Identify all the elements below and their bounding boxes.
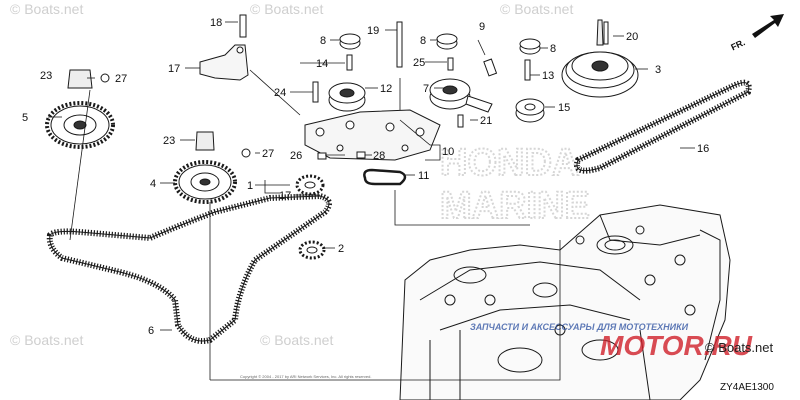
callout-26: 26 — [290, 150, 302, 162]
watermark-boats-net-bottom-mid: © Boats.net — [260, 332, 333, 348]
watermark-boats-net-top-mid: © Boats.net — [250, 1, 323, 17]
callout-16: 16 — [697, 143, 709, 155]
callout-25: 25 — [413, 57, 425, 69]
callout-8-mid: 8 — [420, 35, 426, 47]
engine-block — [399, 204, 731, 400]
callout-5: 5 — [22, 112, 28, 124]
callout-14: 14 — [316, 58, 328, 70]
sprocket-lower — [173, 131, 237, 204]
callout-21: 20 — [626, 31, 638, 43]
watermark-ru-motor: MOTOR.RU — [600, 330, 753, 361]
bracket-17 — [199, 44, 249, 81]
callout-1: 1 — [247, 180, 253, 192]
cap-8-right — [519, 38, 541, 55]
watermark-boats-net-top-left: © Boats.net — [10, 1, 83, 17]
callout-24: 24 — [274, 87, 286, 99]
sprocket-upper — [45, 69, 115, 149]
callout-8-right: 8 — [550, 43, 556, 55]
idler-pulley-7 — [429, 78, 493, 113]
watermark-marine: MARINE — [440, 185, 590, 227]
bolts — [100, 14, 609, 160]
timing-belt — [46, 192, 332, 344]
callout-6: 6 — [148, 325, 154, 337]
watermark-boats-net-bottom-left: © Boats.net — [10, 332, 83, 348]
callout-22: 21 — [480, 115, 492, 127]
callout-28: 28 — [373, 150, 385, 162]
tensioner-bracket — [304, 109, 441, 161]
idler-pulley-12 — [328, 82, 366, 112]
callout-11: 11 — [418, 170, 429, 182]
watermark-ru-logo: ЗАПЧАСТИ И АКСЕССУАРЫ ДЛЯ МОТОТЕХНИКИ MO… — [470, 322, 753, 361]
callout-19: 18 — [210, 17, 222, 29]
front-direction-indicator: FR. — [729, 14, 784, 52]
callout-labels: 18 19 20 8 8 8 9 14 25 13 17 23 27 24 12… — [22, 17, 709, 337]
callout-15: 15 — [558, 102, 570, 114]
callout-2: 2 — [338, 243, 344, 255]
watermark-honda: HONDA — [440, 142, 579, 184]
front-direction-label: FR. — [729, 37, 746, 52]
cap-8-left — [339, 33, 361, 50]
callout-13: 13 — [542, 70, 554, 82]
small-gear-1 — [295, 174, 325, 196]
callout-12: 12 — [380, 83, 392, 95]
callout-27-top: 27 — [115, 73, 127, 85]
cap-8-mid — [436, 33, 458, 50]
watermark-layer: © Boats.net © Boats.net © Boats.net © Bo… — [10, 1, 591, 348]
crank-pulley — [561, 19, 639, 98]
callout-20: 19 — [367, 25, 379, 37]
callout-27-bottom: 27 — [262, 148, 274, 160]
callout-18: 17 — [279, 190, 291, 202]
callout-4: 4 — [150, 178, 156, 190]
callout-23-top: 23 — [40, 70, 52, 82]
callout-8-left: 8 — [320, 35, 326, 47]
callout-17: 17 — [168, 63, 180, 75]
callout-3: 3 — [655, 64, 661, 76]
leader-lines — [48, 21, 695, 381]
callout-23-bottom: 23 — [163, 135, 175, 147]
diagram-code: ZY4AE1300 — [720, 382, 774, 393]
idler-pulley-15 — [515, 98, 545, 123]
callout-10: 10 — [442, 146, 454, 158]
copyright-line: Copyright © 2004 - 2017 by ARI Network S… — [240, 374, 371, 379]
accessory-belt — [574, 79, 752, 174]
watermark-ru-banner: ЗАПЧАСТИ И АКСЕССУАРЫ ДЛЯ МОТОТЕХНИКИ — [470, 322, 689, 332]
small-belt — [363, 168, 407, 186]
callout-9: 9 — [479, 21, 485, 33]
arrow-icon — [752, 14, 784, 38]
small-gear-2 — [298, 240, 326, 260]
callout-7: 7 — [423, 83, 429, 95]
watermark-boats-net-bottom-right: © Boats.net — [705, 340, 774, 355]
watermark-boats-net-top-right: © Boats.net — [500, 1, 573, 17]
